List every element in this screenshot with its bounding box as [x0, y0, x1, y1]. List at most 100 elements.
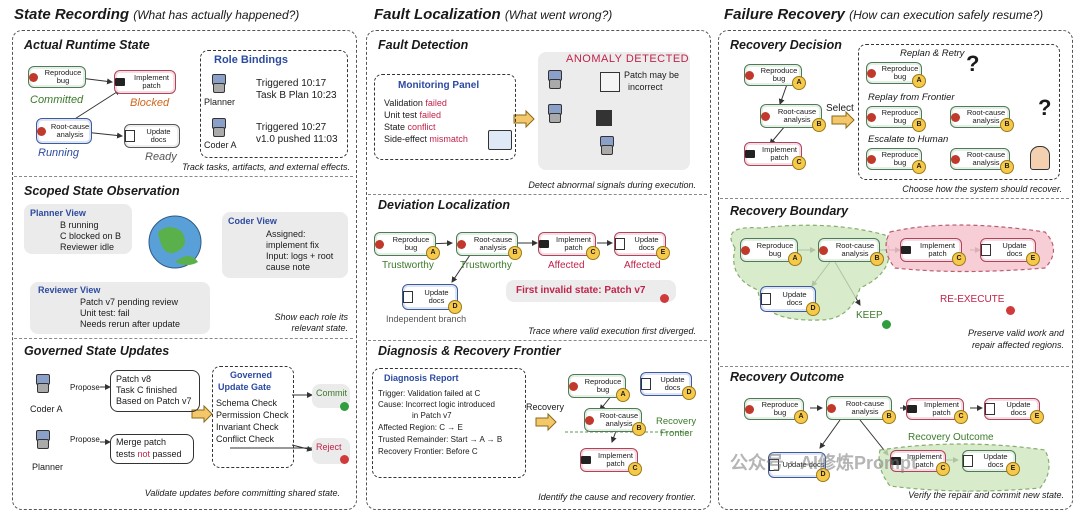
bug-icon	[827, 403, 836, 413]
bug-icon	[741, 245, 750, 255]
gate-check: Conflict Check	[216, 434, 275, 444]
anomaly-note: incorrect	[628, 82, 663, 92]
trustworthy-label: Trustworthy	[460, 260, 512, 271]
propose-label: Propose	[70, 435, 100, 444]
bug-icon	[819, 245, 828, 255]
bug-icon	[375, 239, 384, 249]
options-box	[858, 44, 1060, 180]
bug-icon	[745, 70, 754, 80]
planner-robot-icon	[210, 74, 226, 93]
status-ready: Ready	[145, 151, 177, 163]
planner-proposal-box	[110, 434, 194, 464]
decision-caption: Choose how the system should recover.	[902, 184, 1062, 194]
document-icon	[615, 238, 625, 250]
status-running: Running	[38, 147, 79, 159]
actual-runtime-state-title: Actual Runtime State	[24, 38, 150, 52]
first-invalid-box	[506, 280, 676, 302]
affected-label: Affected	[548, 260, 585, 271]
detection-caption: Detect abnormal signals during execution…	[528, 180, 696, 190]
question-mark-icon: ?	[966, 51, 980, 76]
bug-icon	[29, 72, 38, 82]
fault-column-frame	[366, 30, 711, 510]
role-bindings-title: Role Bindings	[214, 54, 288, 66]
bug-icon	[951, 154, 960, 164]
node-reproduce-bug: Reproduce bug	[28, 66, 86, 88]
terminal-icon	[901, 246, 911, 254]
report-line: Recovery Frontier: Before C	[378, 447, 478, 456]
report-line: Cause: Incorrect logic introduced	[378, 400, 495, 409]
planner-label: Planner	[204, 97, 236, 107]
terminal-icon	[581, 456, 591, 464]
bug-icon	[569, 381, 578, 391]
bug-icon	[867, 154, 876, 164]
separator	[368, 194, 707, 195]
diagnosis-report-title: Diagnosis Report	[384, 373, 459, 383]
coder-view-line: Assigned:	[266, 229, 306, 239]
gate-check: Invariant Check	[216, 422, 279, 432]
reviewer-view-line: Needs rerun after update	[80, 319, 181, 329]
anomaly-label: ANOMALY DETECTED	[566, 53, 690, 65]
coder-proposal-line: Patch v8	[116, 374, 152, 384]
separator	[14, 338, 353, 339]
bug-icon	[457, 239, 466, 249]
planner-view-line: B running	[60, 220, 99, 230]
outcome-caption: Verify the repair and commit new state.	[908, 490, 1064, 500]
report-line: Affected Region: C → E	[378, 423, 463, 432]
gate-check: Permission Check	[216, 410, 289, 420]
commit-label: Commit	[316, 388, 347, 398]
status-committed: Committed	[30, 94, 84, 106]
bug-icon	[37, 126, 46, 136]
planner-binding-1: Triggered 10:17	[256, 78, 327, 89]
independent-branch-label: Independent branch	[386, 314, 467, 324]
scoped-caption-1: Show each role its	[274, 312, 348, 322]
role-bindings-box	[200, 50, 348, 158]
reexecute-label: RE-EXECUTE	[940, 294, 1005, 305]
cross-icon	[660, 294, 669, 303]
trustworthy-label: Trustworthy	[382, 260, 434, 271]
watermark: 公众号 · AI修炼Prompt	[730, 453, 917, 473]
anomaly-box	[538, 52, 690, 170]
bug-icon	[585, 415, 594, 425]
coder-view-line: cause note	[266, 262, 311, 272]
recovery-decision-title: Recovery Decision	[730, 38, 842, 52]
coder-robot-icon	[210, 118, 226, 137]
planner-view-box	[24, 204, 132, 254]
agent-robot-icon	[546, 70, 562, 89]
question-mark-icon: ?	[1038, 95, 1052, 120]
deviation-caption: Trace where valid execution first diverg…	[528, 326, 696, 336]
anomaly-note: Patch may be	[624, 70, 680, 80]
coder-view-box	[222, 212, 348, 278]
terminal-icon	[891, 457, 901, 465]
document-icon	[125, 130, 135, 142]
signal-line: State conflict	[384, 122, 436, 132]
failure-recovery-title: Failure Recovery (How can execution safe…	[724, 6, 1044, 23]
boundary-caption-1: Preserve valid work and	[967, 328, 1064, 338]
recovery-frontier-label: Recovery	[656, 416, 697, 427]
boundary-caption-2: repair affected regions.	[971, 340, 1064, 350]
planner-label: Planner	[32, 462, 64, 472]
coder-robot-icon	[34, 374, 50, 393]
monitor-icon	[488, 130, 512, 150]
document-icon	[641, 378, 651, 390]
signal-line: Validation failed	[384, 98, 447, 108]
planner-view-line: C blocked on B	[60, 231, 122, 241]
bug-icon	[867, 112, 876, 122]
code-file-icon	[596, 110, 612, 126]
planner-proposal-line: tests not passed	[116, 449, 182, 459]
state-column-frame	[12, 30, 357, 510]
document-icon	[981, 244, 991, 256]
